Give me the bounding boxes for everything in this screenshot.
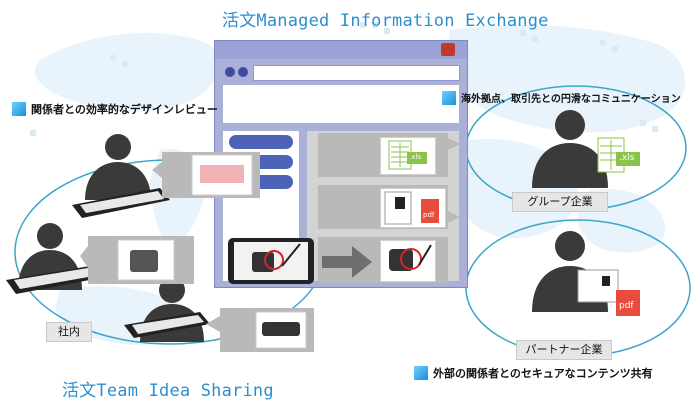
- back-button-icon[interactable]: [225, 67, 235, 77]
- sidebar-pill-1[interactable]: [229, 135, 293, 149]
- feature-secure-share-text: 外部の関係者とのセキュアなコンテンツ共有: [433, 367, 653, 380]
- arrow-right-icon: [322, 246, 372, 278]
- pdf-document-icon: [384, 191, 439, 225]
- feature-design-review-text: 関係者との効率的なデザインレビュー: [31, 103, 218, 116]
- tablet-icon: [228, 238, 314, 284]
- pdf-badge: pdf: [423, 211, 435, 219]
- pdf-thumb[interactable]: pdf: [380, 188, 446, 228]
- feature-overseas-comm-text: 海外拠点、取引先との円滑なコミュニケーション: [461, 94, 681, 105]
- xls-badge: .xls: [409, 153, 421, 161]
- xls-badge-group: .xls: [619, 153, 635, 163]
- top-title: 活文Managed Information Exchange: [222, 11, 549, 31]
- feature-overseas-comm: 海外拠点、取引先との円滑なコミュニケーション: [442, 90, 681, 105]
- tablet-screen: [234, 242, 308, 280]
- pointer-arrow-icon: [446, 210, 460, 224]
- bullet-square-icon: [414, 366, 428, 380]
- internal-label: 社内: [46, 322, 92, 342]
- feature-design-review: 関係者との効率的なデザインレビュー: [12, 101, 218, 117]
- pointer-arrow-icon: [446, 137, 460, 151]
- window-title-bar: [215, 41, 467, 59]
- feature-secure-share: 外部の関係者とのセキュアなコンテンツ共有: [414, 365, 653, 381]
- group-company-label: グループ企業: [512, 192, 608, 212]
- header-strip: [223, 85, 459, 123]
- address-bar[interactable]: [253, 65, 460, 81]
- person-silhouette-icon: [18, 134, 204, 342]
- person-silhouette-icon: [532, 110, 608, 188]
- xls-thumb[interactable]: .xls: [380, 137, 436, 175]
- forward-button-icon[interactable]: [238, 67, 248, 77]
- annotated-thumb[interactable]: [380, 240, 436, 282]
- xls-document-icon: [388, 140, 427, 170]
- engine-image-icon: [252, 243, 301, 272]
- window-close-icon[interactable]: [441, 43, 455, 56]
- pdf-badge-partner: pdf: [619, 301, 634, 311]
- engine-image-icon: [389, 244, 432, 271]
- bullet-square-icon: [442, 90, 456, 105]
- bottom-title: 活文Team Idea Sharing: [62, 381, 274, 401]
- bullet-square-icon: [12, 102, 26, 116]
- pdf-document-icon: [577, 269, 619, 303]
- partner-company-label: パートナー企業: [516, 340, 612, 360]
